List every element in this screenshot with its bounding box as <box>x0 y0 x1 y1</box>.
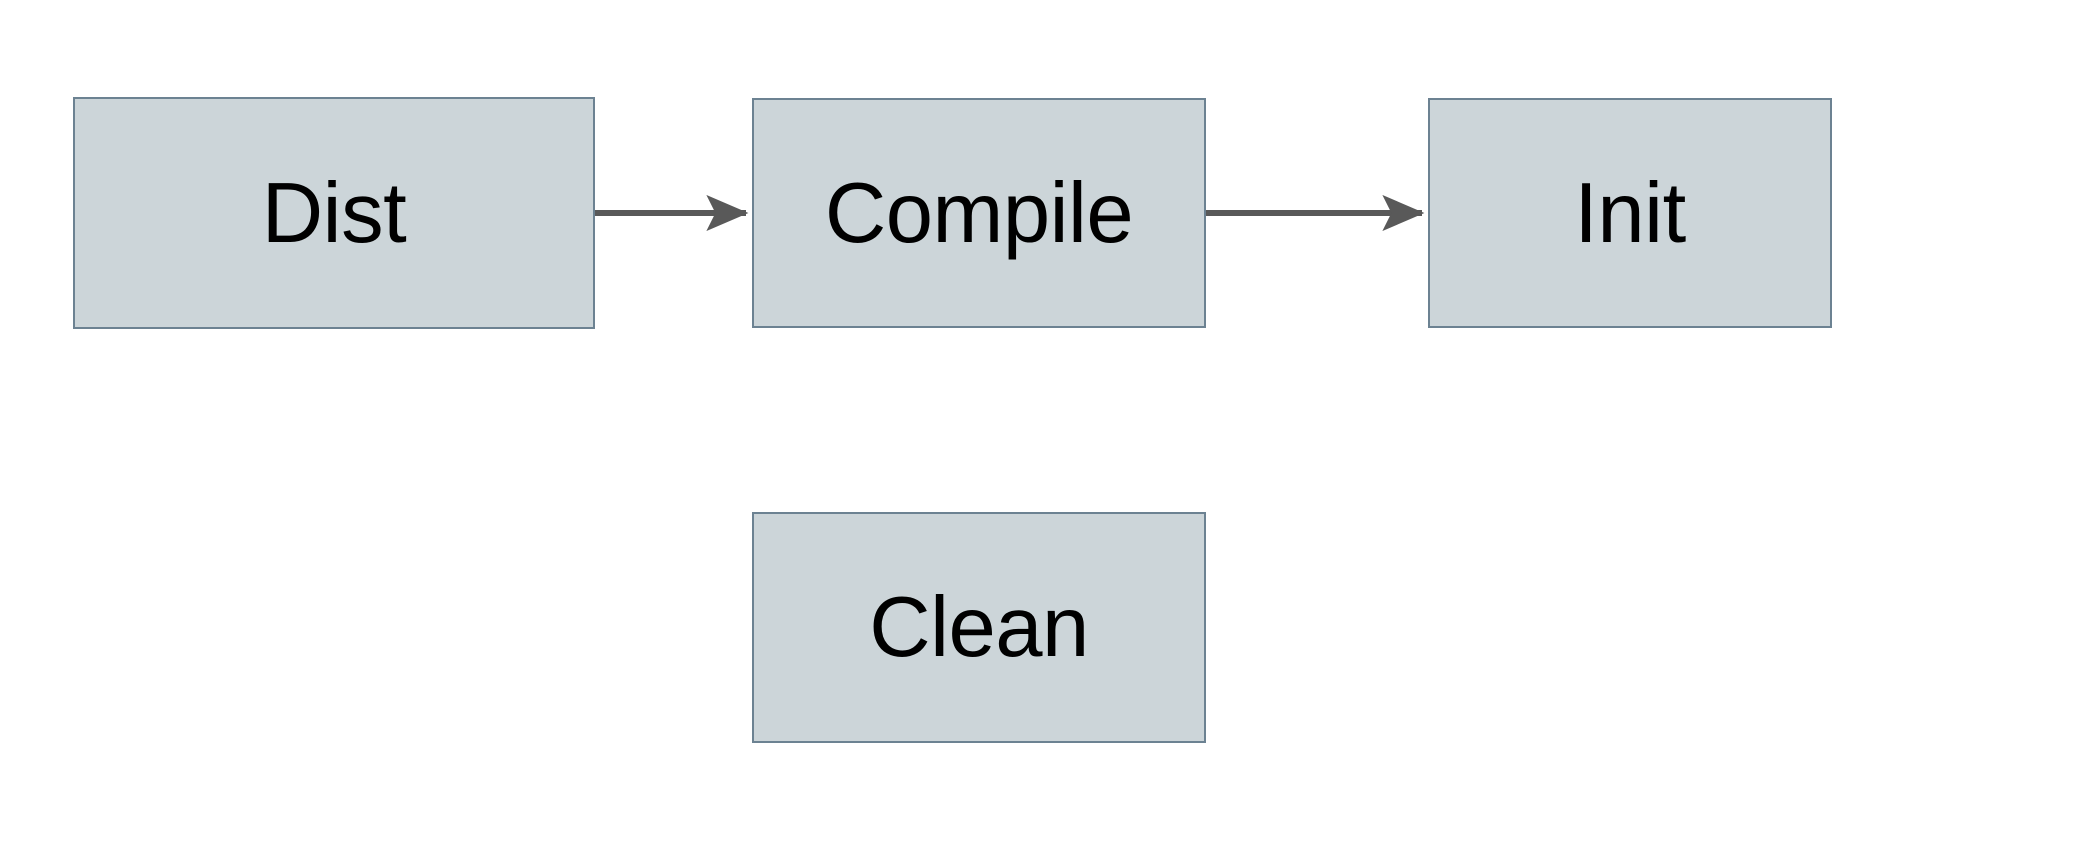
node-clean[interactable]: Clean <box>752 512 1206 743</box>
node-clean-label: Clean <box>869 580 1089 675</box>
node-dist[interactable]: Dist <box>73 97 595 329</box>
node-compile-label: Compile <box>824 165 1134 261</box>
node-init[interactable]: Init <box>1428 98 1832 328</box>
node-init-label: Init <box>1574 165 1686 261</box>
node-compile[interactable]: Compile <box>752 98 1206 328</box>
node-dist-label: Dist <box>261 165 407 261</box>
